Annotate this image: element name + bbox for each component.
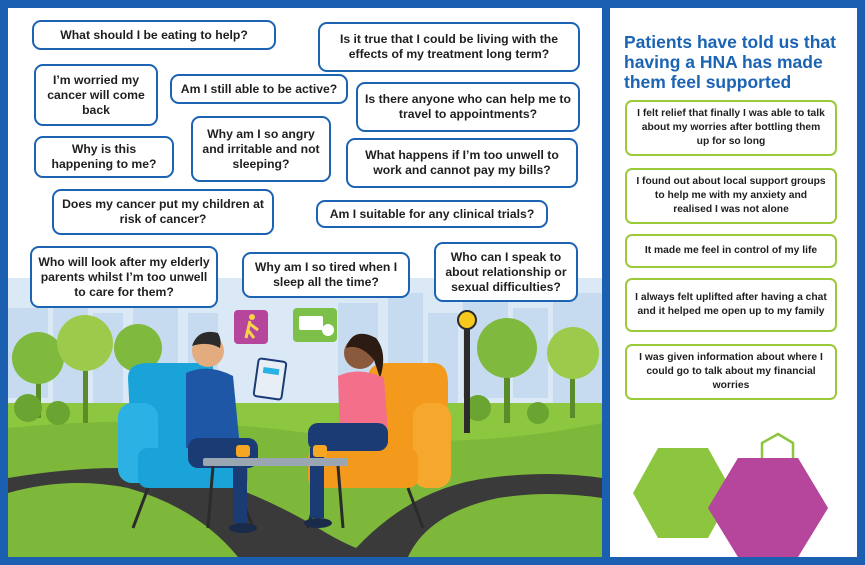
- quote-card-control: It made me feel in control of my life: [625, 234, 837, 268]
- question-bubble-elderly-parents: Who will look after my elderly parents w…: [30, 246, 218, 308]
- tea-cup-icon: [236, 445, 327, 457]
- question-bubble-angry: Why am I so angry and irritable and not …: [191, 116, 331, 182]
- question-bubble-cancer-return: I’m worried my cancer will come back: [34, 64, 158, 126]
- question-bubble-why-me: Why is this happening to me?: [34, 136, 174, 178]
- hexagon-decoration: [633, 432, 828, 557]
- question-bubble-travel: Is there anyone who can help me to trave…: [356, 82, 580, 132]
- question-bubble-eating: What should I be eating to help?: [32, 20, 276, 50]
- street-lamp-icon: [457, 310, 477, 433]
- panel-title: Patients have told us that having a HNA …: [624, 32, 836, 92]
- money-icon: [293, 308, 337, 342]
- question-bubble-clinical-trials: Am I suitable for any clinical trials?: [316, 200, 548, 228]
- park-scene: [8, 278, 602, 557]
- question-bubble-relationship: Who can I speak to about relationship or…: [434, 242, 578, 302]
- question-bubble-tired: Why am I so tired when I sleep all the t…: [242, 252, 410, 298]
- supported-panel: Patients have told us that having a HNA …: [610, 8, 857, 557]
- quote-card-uplifted: I always felt uplifted after having a ch…: [625, 278, 837, 332]
- question-bubble-children-risk: Does my cancer put my children at risk o…: [52, 189, 274, 235]
- exercise-icon: [234, 310, 268, 344]
- tablet-icon: [252, 357, 288, 401]
- question-bubble-active: Am I still able to be active?: [170, 74, 348, 104]
- quote-card-support-groups: I found out about local support groups t…: [625, 168, 837, 224]
- question-bubble-treatment-effects: Is it true that I could be living with t…: [318, 22, 580, 72]
- quote-card-financial: I was given information about where I co…: [625, 344, 837, 400]
- quote-card-relief: I felt relief that finally I was able to…: [625, 100, 837, 156]
- illustration-panel: What should I be eating to help? Is it t…: [8, 8, 602, 557]
- question-bubble-bills: What happens if I’m too unwell to work a…: [346, 138, 578, 188]
